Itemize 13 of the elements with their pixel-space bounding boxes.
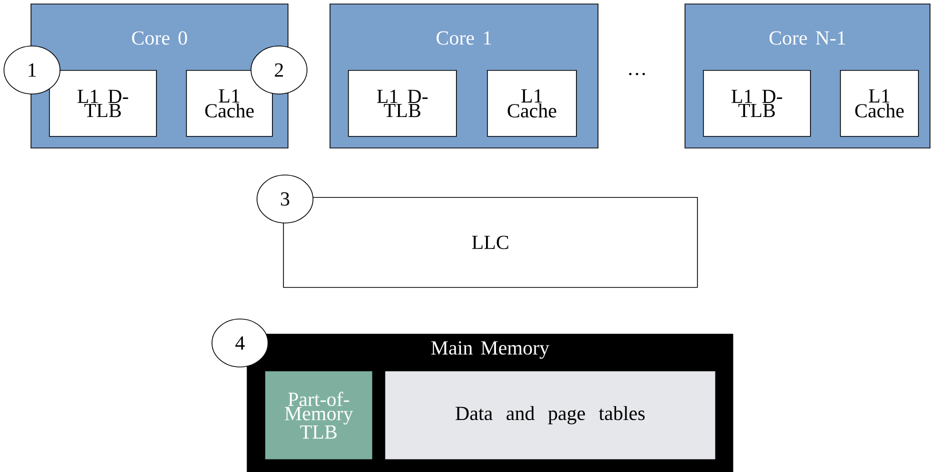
cache-box: L1 D-TLB: [49, 70, 157, 137]
callout-number: 4: [212, 318, 268, 368]
tlb-box: Part-of-Memory TLB: [265, 371, 372, 460]
cache-box: L1 D-TLB: [348, 70, 457, 137]
cache-box: L1 Cache: [840, 70, 919, 137]
ellipsis: …: [629, 72, 645, 76]
cache-box: L1 Cache: [487, 70, 577, 137]
callout-number: 2: [250, 46, 308, 94]
callout-number: 1: [4, 46, 60, 94]
callout-number: 3: [256, 174, 314, 224]
cache-box: L1 D-TLB: [703, 70, 811, 137]
data-box: Data and page tables: [385, 371, 716, 460]
cache-box: L1 Cache: [186, 70, 273, 137]
